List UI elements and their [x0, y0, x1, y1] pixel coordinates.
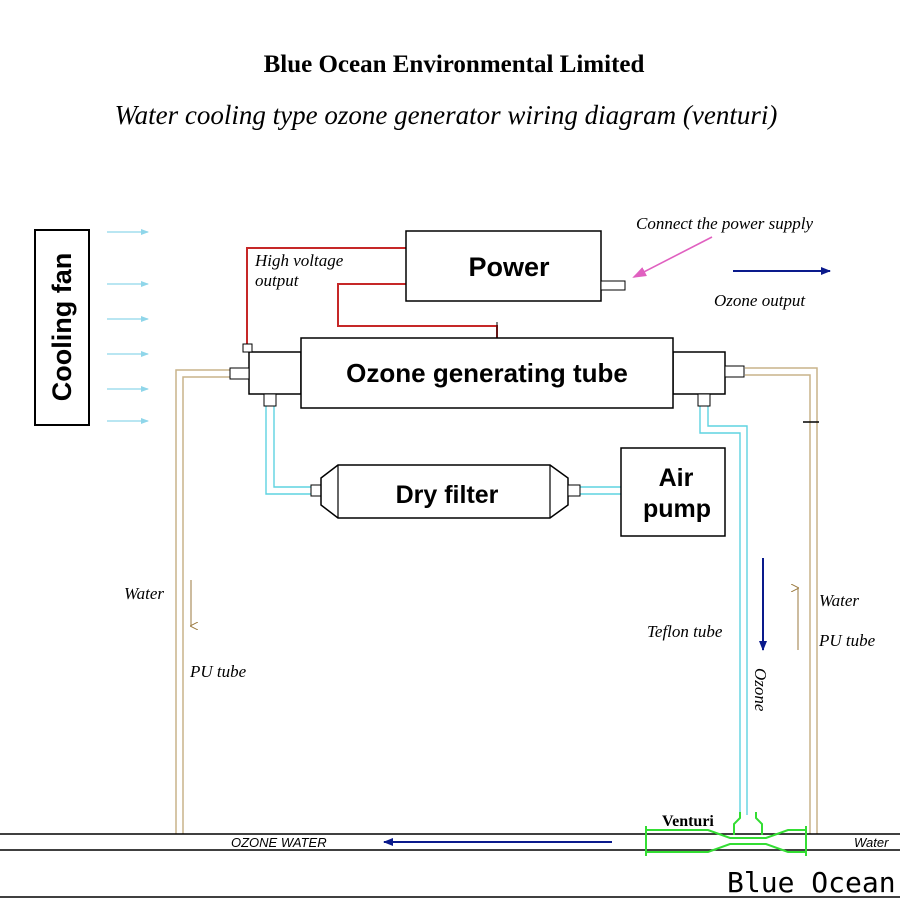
cooling-fan-label: Cooling fan: [47, 253, 77, 401]
cooling-fan: Cooling fan: [34, 229, 90, 426]
teflon-tubes: [265, 405, 748, 815]
venturi: [645, 812, 807, 856]
high-voltage-label-1: High voltage: [254, 251, 344, 270]
teflon-tube-label: Teflon tube: [647, 622, 723, 641]
air-pump-label-1: Air: [659, 464, 694, 492]
pu-tube-left-label: PU tube: [189, 662, 247, 681]
ozone-vertical-label: Ozone: [751, 668, 770, 712]
dry-filter: Dry filter: [310, 464, 581, 519]
venturi-label: Venturi: [662, 813, 714, 830]
power-arrow: [632, 236, 713, 278]
pu-tube-right: [745, 367, 818, 834]
air-pump-label-2: pump: [643, 495, 711, 523]
brand-text: Blue Ocean: [727, 866, 896, 899]
connect-power-label: Connect the power supply: [636, 214, 814, 233]
ozone-tube-label: Ozone generating tube: [346, 358, 628, 388]
pu-tube-left: [175, 369, 230, 834]
air-pump: Air pump: [620, 447, 726, 537]
ozone-water-label: OZONE WATER: [231, 835, 327, 850]
ozone-output-label: Ozone output: [714, 291, 806, 310]
diagram-subtitle: Water cooling type ozone generator wirin…: [115, 100, 778, 130]
ozone-generating-tube: Ozone generating tube: [229, 337, 745, 409]
water-inlet-label: Water: [854, 835, 889, 850]
airflow-arrows: [107, 229, 149, 424]
water-pipe: [0, 833, 900, 851]
power-supply: Power: [405, 230, 626, 302]
high-voltage-label-2: output: [255, 271, 300, 290]
water-right-label: Water: [819, 591, 859, 610]
power-label: Power: [468, 252, 550, 282]
pu-tube-right-label: PU tube: [818, 631, 876, 650]
dry-filter-label: Dry filter: [396, 481, 499, 509]
water-left-label: Water: [124, 584, 164, 603]
power-input-connector: [600, 280, 626, 291]
company-title: Blue Ocean Environmental Limited: [264, 51, 645, 78]
